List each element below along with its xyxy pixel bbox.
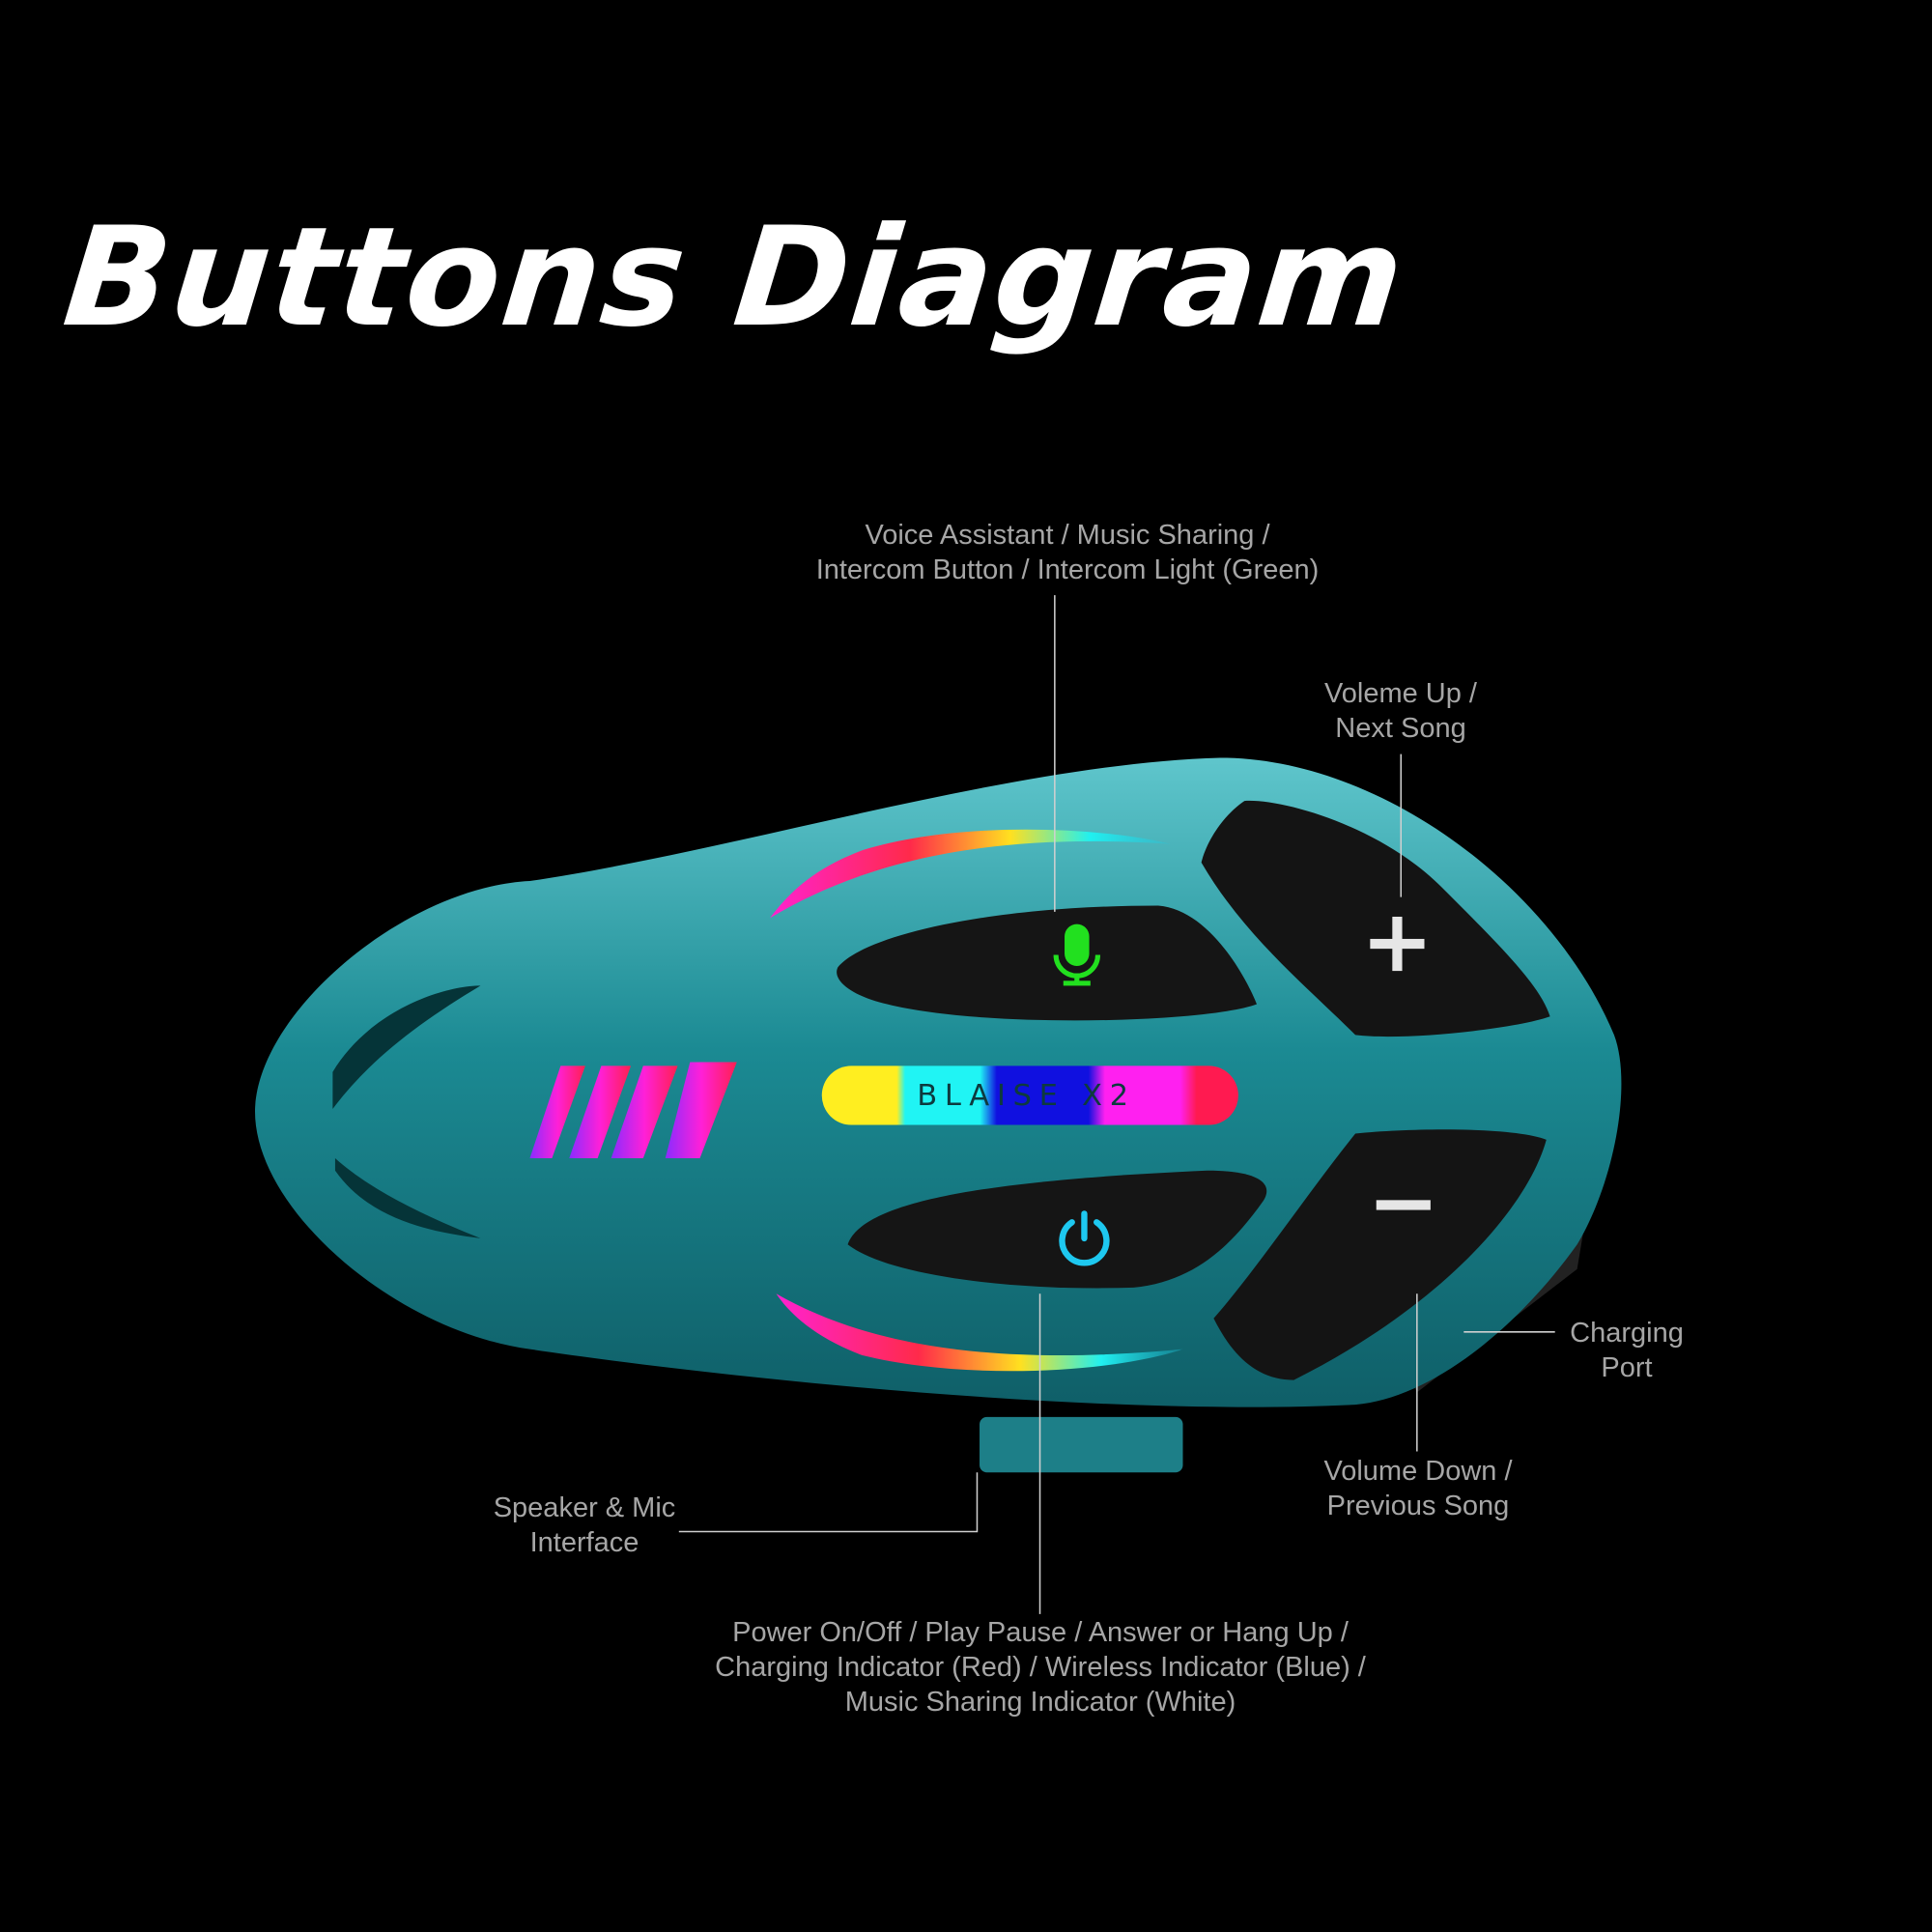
intercom-button [837, 905, 1258, 1021]
minus-icon [1376, 1200, 1431, 1210]
label-power: Power On/Off / Play Pause / Answer or Ha… [715, 1617, 1366, 1718]
power-icon [1059, 1210, 1110, 1266]
leader-lines [678, 595, 1555, 1614]
light-strip-top [770, 829, 1171, 919]
plus-icon [1370, 916, 1425, 972]
microphone-icon [1053, 923, 1101, 986]
brand-light-bar [821, 1065, 1238, 1125]
label-volume-up: Voleme Up /Next Song [1324, 678, 1477, 744]
side-stripes [529, 1062, 737, 1158]
power-button [847, 1170, 1267, 1289]
brand-text: BLAISE X2 [917, 1079, 1136, 1113]
light-strip-bottom [776, 1293, 1183, 1372]
volume-up-button [1201, 800, 1550, 1037]
label-voice-assistant: Voice Assistant / Music Sharing /Interco… [815, 520, 1320, 585]
speaker-mic-interface [980, 1416, 1183, 1473]
volume-down-button [1213, 1129, 1547, 1380]
label-volume-down: Volume Down /Previous Song [1323, 1456, 1513, 1521]
